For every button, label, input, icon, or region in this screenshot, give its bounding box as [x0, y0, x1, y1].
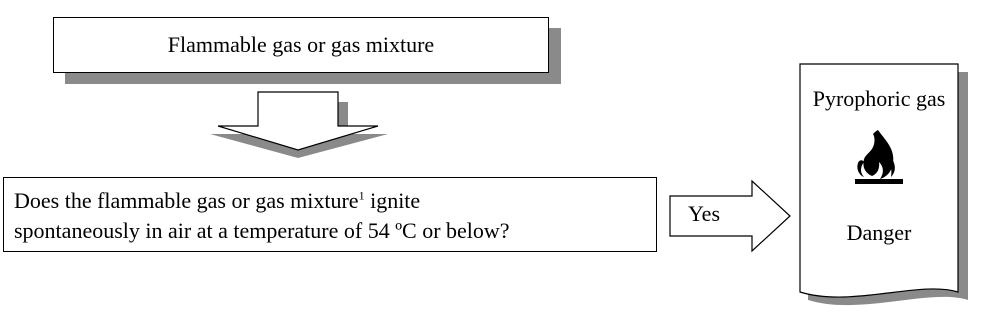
down-arrow [217, 91, 379, 151]
yes-arrow [669, 179, 791, 253]
question-text: Does the flammable gas or gas mixture1 i… [14, 186, 654, 245]
footnote-mark: 1 [358, 188, 365, 203]
result-signal-word: Danger [846, 220, 912, 245]
yes-label: Yes [688, 201, 721, 226]
question-line1: Does the flammable gas or gas mixture [14, 188, 359, 213]
result-title: Pyrophoric gas [812, 86, 946, 111]
question-line2: spontaneously in air at a temperature of… [14, 217, 510, 243]
question-box: Does the flammable gas or gas mixture1 i… [3, 177, 657, 252]
question-line1-end: ignite [364, 188, 421, 213]
start-box: Flammable gas or gas mixture [53, 17, 549, 73]
start-box-label: Flammable gas or gas mixture [167, 32, 435, 57]
flame-icon [855, 130, 903, 184]
